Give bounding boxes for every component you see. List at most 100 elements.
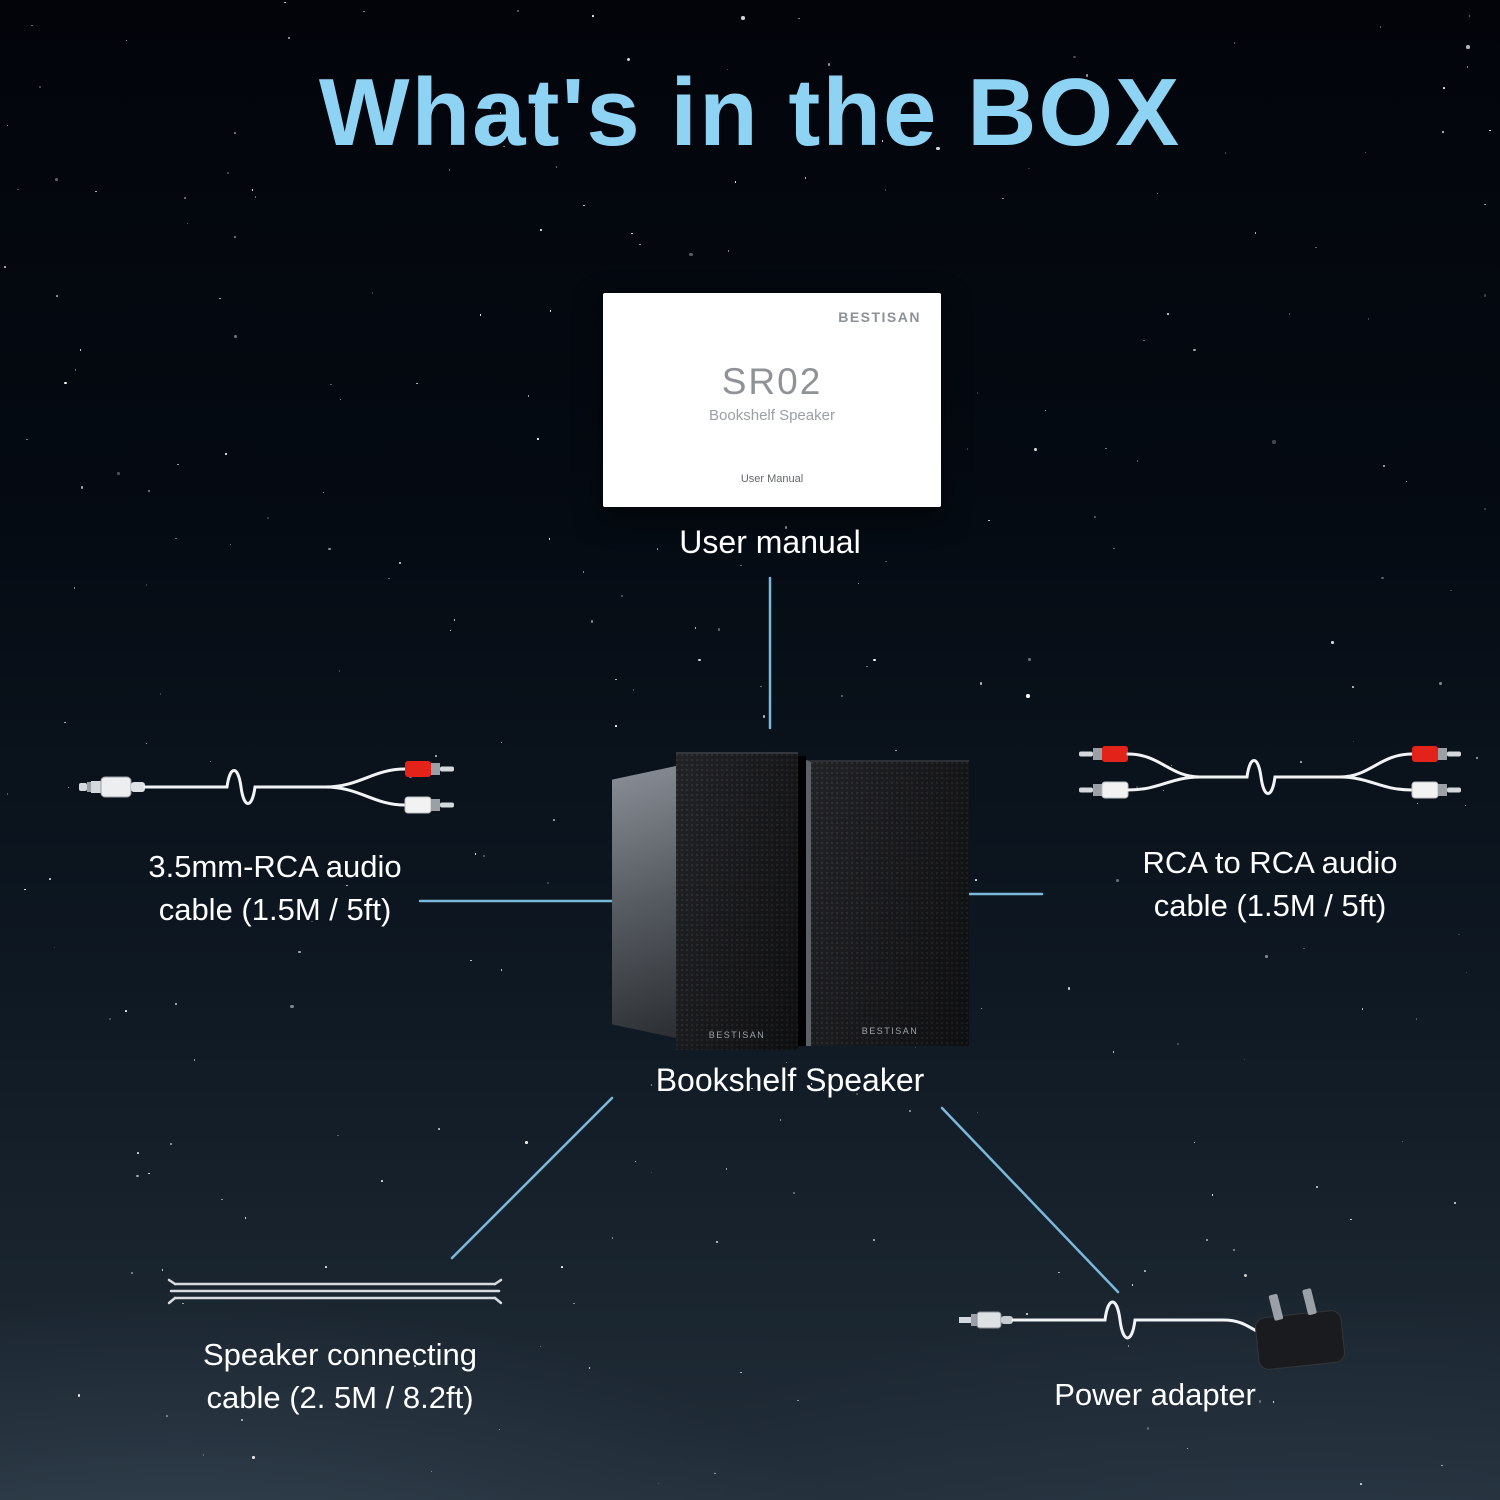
star xyxy=(245,1217,247,1219)
star xyxy=(499,1429,501,1431)
star xyxy=(547,882,549,884)
rca-plug-red-icon xyxy=(1412,746,1461,762)
star xyxy=(1105,448,1107,450)
star xyxy=(298,951,301,954)
star xyxy=(1416,1018,1418,1020)
rca-plug-white-icon xyxy=(405,797,454,813)
star xyxy=(1303,948,1305,950)
star xyxy=(388,578,390,580)
star xyxy=(635,1161,637,1163)
star xyxy=(80,349,82,351)
star xyxy=(866,666,868,668)
star xyxy=(438,1128,440,1130)
star xyxy=(64,722,66,724)
star xyxy=(1194,1142,1196,1144)
star xyxy=(177,464,179,466)
star xyxy=(225,453,227,455)
star xyxy=(64,382,67,385)
star xyxy=(340,399,342,401)
star xyxy=(612,1237,614,1239)
star xyxy=(1157,193,1159,195)
star xyxy=(381,1180,383,1182)
star xyxy=(56,295,58,297)
star xyxy=(540,229,542,231)
star xyxy=(1272,440,1276,444)
star xyxy=(1137,460,1139,462)
star xyxy=(267,517,269,519)
speaker-connecting-cable-illustration xyxy=(165,1272,505,1312)
user-manual-label: User manual xyxy=(595,520,945,564)
star xyxy=(17,189,19,191)
star xyxy=(714,1473,716,1475)
star xyxy=(431,1471,433,1473)
power-brick-icon xyxy=(1252,1285,1346,1370)
star xyxy=(740,565,742,567)
star xyxy=(1362,1008,1364,1010)
star xyxy=(540,1346,542,1348)
star xyxy=(1265,955,1268,958)
star xyxy=(234,236,236,238)
star xyxy=(339,670,341,672)
star xyxy=(26,439,28,441)
star xyxy=(475,853,477,855)
star xyxy=(885,189,887,191)
star xyxy=(219,298,221,300)
star xyxy=(109,1018,112,1021)
star xyxy=(203,1454,205,1456)
star xyxy=(54,947,56,949)
star xyxy=(798,18,800,20)
star xyxy=(873,1239,875,1241)
star xyxy=(24,889,26,891)
star xyxy=(399,562,401,564)
star xyxy=(328,548,331,551)
star xyxy=(330,384,332,386)
star xyxy=(1234,42,1236,44)
star xyxy=(1068,987,1071,990)
star xyxy=(1026,694,1030,698)
star xyxy=(1255,232,1257,234)
star xyxy=(1352,686,1354,688)
star xyxy=(583,205,585,207)
star xyxy=(633,689,635,691)
star xyxy=(760,686,762,688)
star xyxy=(980,682,983,685)
star xyxy=(793,1192,795,1194)
star xyxy=(1406,481,1408,483)
star xyxy=(841,695,844,698)
star xyxy=(1193,349,1196,352)
star xyxy=(589,1367,591,1369)
manual-brand-logo: BESTISAN xyxy=(838,309,921,325)
star xyxy=(741,16,745,20)
star xyxy=(1143,340,1145,342)
star xyxy=(1380,26,1382,28)
star xyxy=(695,627,697,629)
star xyxy=(621,595,623,597)
star xyxy=(170,1143,173,1146)
star xyxy=(501,742,503,744)
star xyxy=(1484,204,1486,206)
star xyxy=(873,659,876,662)
star xyxy=(615,725,617,727)
star xyxy=(1147,1427,1150,1430)
star xyxy=(470,960,472,962)
star xyxy=(137,1152,139,1154)
manual-model-subtitle: Bookshelf Speaker xyxy=(603,407,941,424)
star xyxy=(591,620,594,623)
star xyxy=(325,1266,327,1268)
star xyxy=(698,659,701,662)
star xyxy=(1177,1043,1179,1045)
star xyxy=(1476,757,1478,759)
star xyxy=(78,1394,81,1397)
star xyxy=(288,37,291,40)
page-title: What's in the BOX xyxy=(0,58,1500,168)
star xyxy=(1316,1186,1319,1189)
star xyxy=(31,25,33,27)
star xyxy=(1466,972,1468,974)
star xyxy=(187,223,189,225)
star xyxy=(449,169,451,171)
star xyxy=(148,490,150,492)
rca-plug-red-icon xyxy=(1079,746,1128,762)
star xyxy=(977,392,979,394)
star xyxy=(1484,294,1487,297)
star xyxy=(780,1119,782,1121)
